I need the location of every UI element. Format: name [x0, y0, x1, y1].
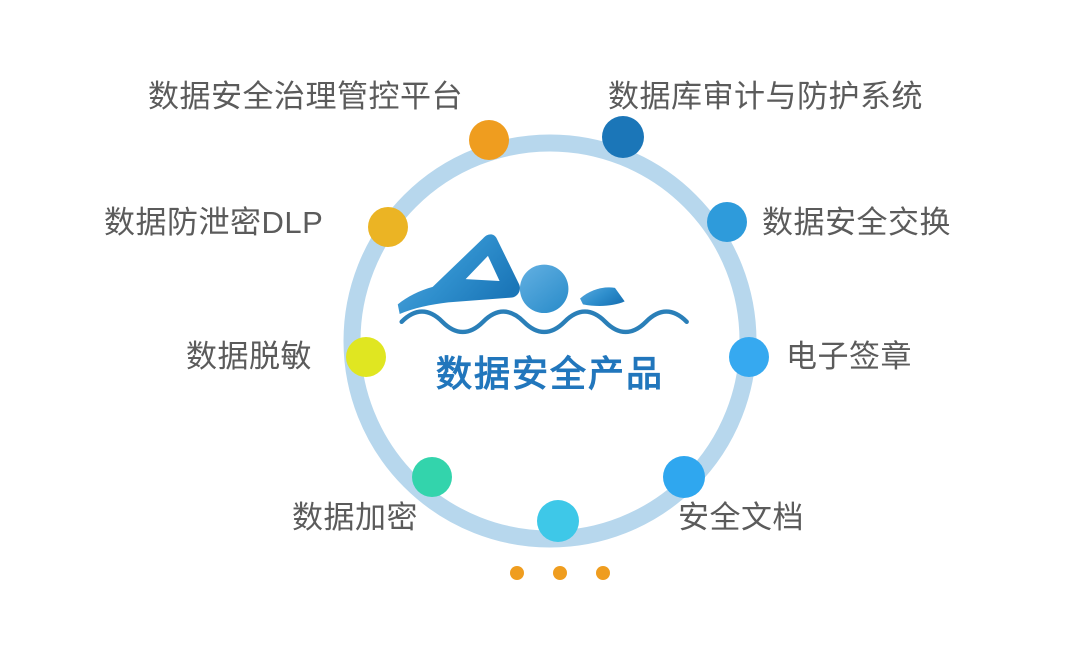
node-label-secure-document[interactable]: 安全文档: [678, 500, 804, 535]
node-dot-data-security-governance-platform[interactable]: [469, 120, 509, 160]
node-label-data-leak-prevention-dlp[interactable]: 数据防泄密DLP: [104, 205, 324, 240]
node-dot-group: [346, 116, 769, 542]
node-dot-data-leak-prevention-dlp[interactable]: [368, 207, 408, 247]
center-title: 数据安全产品: [435, 353, 664, 394]
swimmer-icon: [397, 234, 689, 335]
node-dot-more-item[interactable]: [537, 500, 579, 542]
center-logo-block: 数据安全产品: [380, 228, 720, 428]
ellipsis-dot: [596, 566, 610, 580]
node-dot-secure-document[interactable]: [663, 456, 705, 498]
node-label-electronic-signature[interactable]: 电子签章: [786, 339, 912, 374]
node-dot-database-audit-protection-system[interactable]: [602, 116, 644, 158]
ellipsis-dots-icon: [510, 565, 610, 581]
ellipsis-dot: [553, 566, 567, 580]
node-dot-data-masking[interactable]: [346, 337, 386, 377]
node-label-data-masking[interactable]: 数据脱敏: [186, 339, 312, 374]
ellipsis-dot: [510, 566, 524, 580]
node-dot-electronic-signature[interactable]: [729, 337, 769, 377]
node-label-data-encryption[interactable]: 数据加密: [292, 500, 418, 535]
node-label-database-audit-protection-system[interactable]: 数据库审计与防护系统: [608, 79, 923, 114]
node-dot-data-encryption[interactable]: [412, 457, 452, 497]
swimmer-head-icon: [519, 264, 569, 314]
node-label-data-security-governance-platform[interactable]: 数据安全治理管控平台: [148, 79, 463, 114]
node-dot-data-secure-exchange[interactable]: [707, 202, 747, 242]
node-label-data-secure-exchange[interactable]: 数据安全交换: [762, 205, 951, 240]
